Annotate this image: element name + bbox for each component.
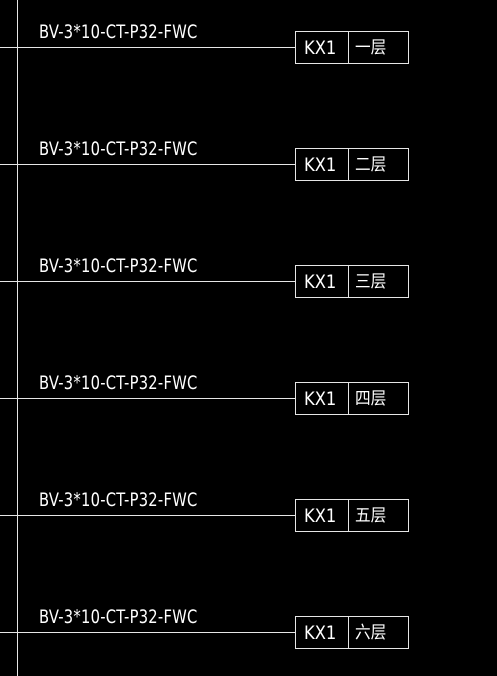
box-divider [348,149,349,180]
cable-spec-label: BV-3*10-CT-P32-FWC [39,21,198,43]
box-id-label: KX1 [304,505,337,527]
circuit-row-3: BV-3*10-CT-P32-FWC KX1 三层 [0,234,497,304]
feeder-line [0,398,296,399]
distribution-box: KX1 三层 [295,265,409,298]
circuit-row-5: BV-3*10-CT-P32-FWC KX1 五层 [0,468,497,538]
floor-label: 五层 [355,506,387,526]
cable-spec-label: BV-3*10-CT-P32-FWC [39,606,198,628]
circuit-row-1: BV-3*10-CT-P32-FWC KX1 一层 [0,0,497,70]
cable-spec-label: BV-3*10-CT-P32-FWC [39,138,198,160]
vertical-bus-line [17,0,18,676]
circuit-row-2: BV-3*10-CT-P32-FWC KX1 二层 [0,117,497,187]
feeder-line [0,47,296,48]
circuit-row-4: BV-3*10-CT-P32-FWC KX1 四层 [0,351,497,421]
box-id-label: KX1 [304,37,337,59]
floor-label: 二层 [355,155,387,175]
box-divider [348,266,349,297]
box-id-label: KX1 [304,388,337,410]
floor-label: 三层 [355,272,387,292]
distribution-box: KX1 一层 [295,31,409,64]
distribution-box: KX1 四层 [295,382,409,415]
box-id-label: KX1 [304,622,337,644]
box-divider [348,500,349,531]
distribution-box: KX1 六层 [295,616,409,649]
cable-spec-label: BV-3*10-CT-P32-FWC [39,372,198,394]
cable-spec-label: BV-3*10-CT-P32-FWC [39,489,198,511]
floor-label: 一层 [355,38,387,58]
distribution-box: KX1 五层 [295,499,409,532]
distribution-box: KX1 二层 [295,148,409,181]
circuit-row-6: BV-3*10-CT-P32-FWC KX1 六层 [0,585,497,655]
feeder-line [0,164,296,165]
box-divider [348,32,349,63]
feeder-line [0,515,296,516]
box-divider [348,617,349,648]
feeder-line [0,632,296,633]
feeder-line [0,281,296,282]
floor-label: 四层 [355,389,387,409]
floor-label: 六层 [355,623,387,643]
box-divider [348,383,349,414]
cable-spec-label: BV-3*10-CT-P32-FWC [39,255,198,277]
box-id-label: KX1 [304,271,337,293]
box-id-label: KX1 [304,154,337,176]
